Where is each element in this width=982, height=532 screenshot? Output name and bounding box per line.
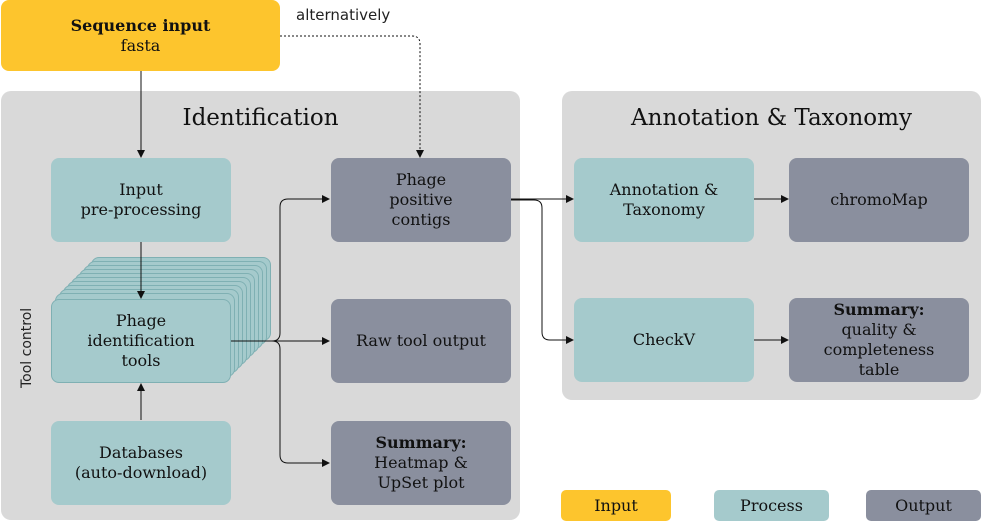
arrow-tools-to-summary <box>231 340 330 467</box>
summary-quality-title: Summary: <box>833 300 925 319</box>
tool-control-label: Tool control <box>19 307 35 388</box>
input-preprocessing-line2: pre-processing <box>80 200 202 219</box>
phage-positive-line2: positive <box>389 190 453 209</box>
identification-title: Identification <box>182 105 339 131</box>
databases-line1: Databases <box>98 443 183 462</box>
legend-process: Process <box>714 490 829 521</box>
sequence-input-box: Sequence input fasta <box>1 0 280 71</box>
phage-identification-tools-box: Phage identification tools <box>51 299 231 383</box>
sequence-input-format: fasta <box>120 35 161 55</box>
arrow-positive-to-checkv <box>511 199 574 344</box>
annotation-panel-title: Annotation & Taxonomy <box>631 105 912 131</box>
annotation-line2: Taxonomy <box>623 200 705 219</box>
databases-box: Databases (auto-download) <box>51 421 231 505</box>
summary-quality-line2: completeness <box>823 340 935 359</box>
arrow-alternatively <box>280 35 424 158</box>
legend-output: Output <box>866 490 981 521</box>
summary-heatmap-box: Summary: Heatmap & UpSet plot <box>331 421 511 505</box>
phage-positive-line3: contigs <box>391 210 451 229</box>
summary-quality-line3: table <box>858 360 900 379</box>
summary-heatmap-line2: UpSet plot <box>377 473 465 492</box>
sequence-input-title: Sequence input <box>70 15 211 35</box>
phage-tools-line1: Phage <box>115 311 167 330</box>
summary-quality-line1: quality & <box>841 320 917 339</box>
input-preprocessing-line1: Input <box>119 180 163 199</box>
phage-positive-line1: Phage <box>395 170 447 189</box>
raw-tool-output-box: Raw tool output <box>331 299 511 383</box>
legend-input: Input <box>561 490 671 521</box>
chromomap-label: chromoMap <box>830 190 928 209</box>
arrow-tools-to-positive <box>231 195 330 342</box>
phage-tools-line2: identification <box>87 331 195 350</box>
alternatively-label: alternatively <box>296 6 391 24</box>
summary-heatmap-title: Summary: <box>375 433 467 452</box>
phage-positive-contigs-box: Phage positive contigs <box>331 158 511 242</box>
databases-line2: (auto-download) <box>74 463 208 482</box>
input-preprocessing-box: Input pre-processing <box>51 158 231 242</box>
annotation-line1: Annotation & <box>609 180 719 199</box>
summary-quality-box: Summary: quality & completeness table <box>789 298 969 382</box>
checkv-box: CheckV <box>574 298 754 382</box>
raw-tool-output-label: Raw tool output <box>356 331 486 350</box>
summary-heatmap-line1: Heatmap & <box>374 453 468 472</box>
annotation-taxonomy-box: Annotation & Taxonomy <box>574 158 754 242</box>
chromomap-box: chromoMap <box>789 158 969 242</box>
phage-tools-line3: tools <box>121 351 161 370</box>
checkv-label: CheckV <box>632 330 696 349</box>
